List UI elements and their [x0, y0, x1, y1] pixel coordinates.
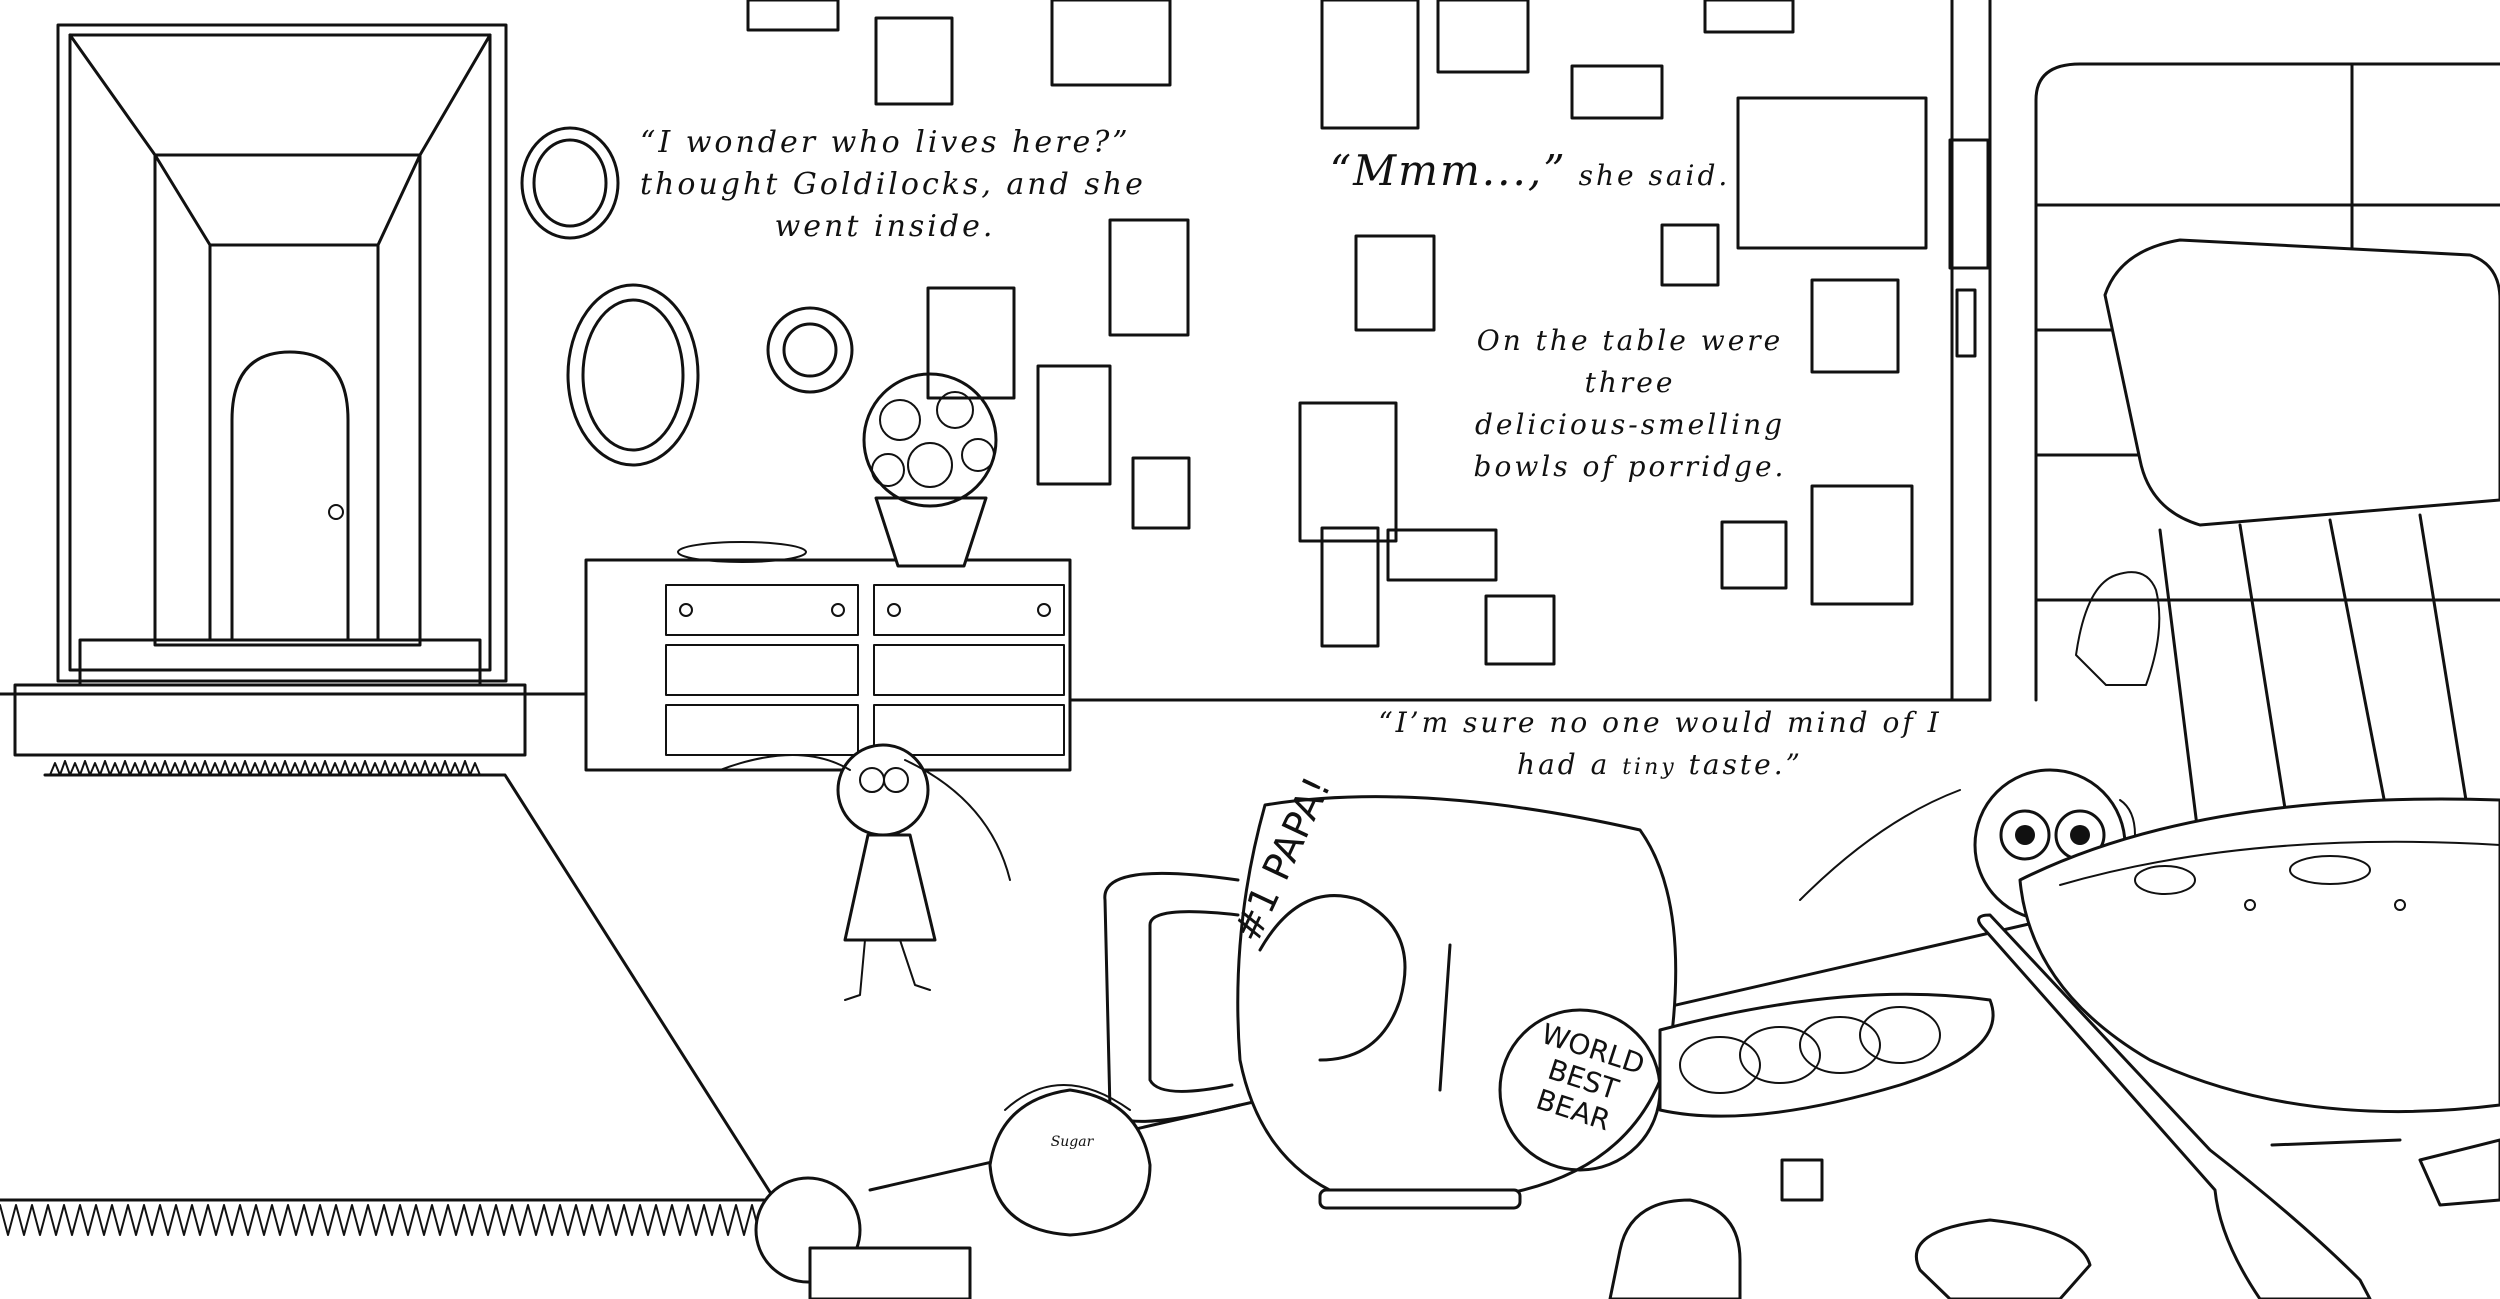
caption-taste: “I’m sure no one would mind of I had a t…: [1360, 702, 1960, 789]
wall-frames: [520, 0, 1990, 666]
mug-icon: [1103, 795, 1678, 1210]
caption-mmm-rest: she said.: [1566, 159, 1731, 192]
caption-table-line-1: On the table were: [1476, 324, 1784, 357]
caption-table-line-4: bowls of porridge.: [1473, 450, 1787, 483]
door-knob-icon: [328, 504, 344, 520]
caption-mmm-quote: “Mmm...,”: [1329, 146, 1567, 195]
tabletop-items: [754, 1084, 2500, 1299]
caption-wonder: “I wonder who lives here?” thought Goldi…: [640, 122, 1143, 248]
caption-taste-line-2-start: had a: [1517, 748, 1623, 781]
caption-taste-line-1: “I’m sure no one would mind of I: [1378, 706, 1942, 739]
caption-taste-line-2-tiny: tiny: [1622, 755, 1677, 780]
caption-table-line-3: delicious-smelling: [1474, 408, 1786, 441]
flower-vase-icon: [862, 372, 998, 568]
caption-table-line-2: three: [1584, 366, 1676, 399]
caption-taste-line-2-end: taste.”: [1676, 748, 1803, 781]
room-structure: [0, 0, 1992, 702]
caption-mmm: “Mmm...,” she said.: [1320, 150, 1740, 197]
cookie-plate: [1658, 992, 1995, 1118]
caption-wonder-line-3: went inside.: [774, 209, 996, 244]
porridge-bowl-icon: [2018, 797, 2500, 1114]
sugar-bowl-label: Sugar: [1050, 1134, 1094, 1150]
caption-wonder-line-1: “I wonder who lives here?”: [640, 125, 1131, 160]
caption-table: On the table were three delicious-smelli…: [1420, 320, 1840, 488]
caption-wonder-line-2: thought Goldilocks, and she: [640, 167, 1146, 202]
hallway-doorway: [13, 23, 527, 757]
rug: [0, 760, 841, 1236]
chair-icon: [2103, 238, 2500, 852]
wooden-spoon-icon: [1977, 913, 2372, 1299]
goldilocks-running: [719, 743, 1011, 1001]
dresser: [584, 541, 1072, 772]
